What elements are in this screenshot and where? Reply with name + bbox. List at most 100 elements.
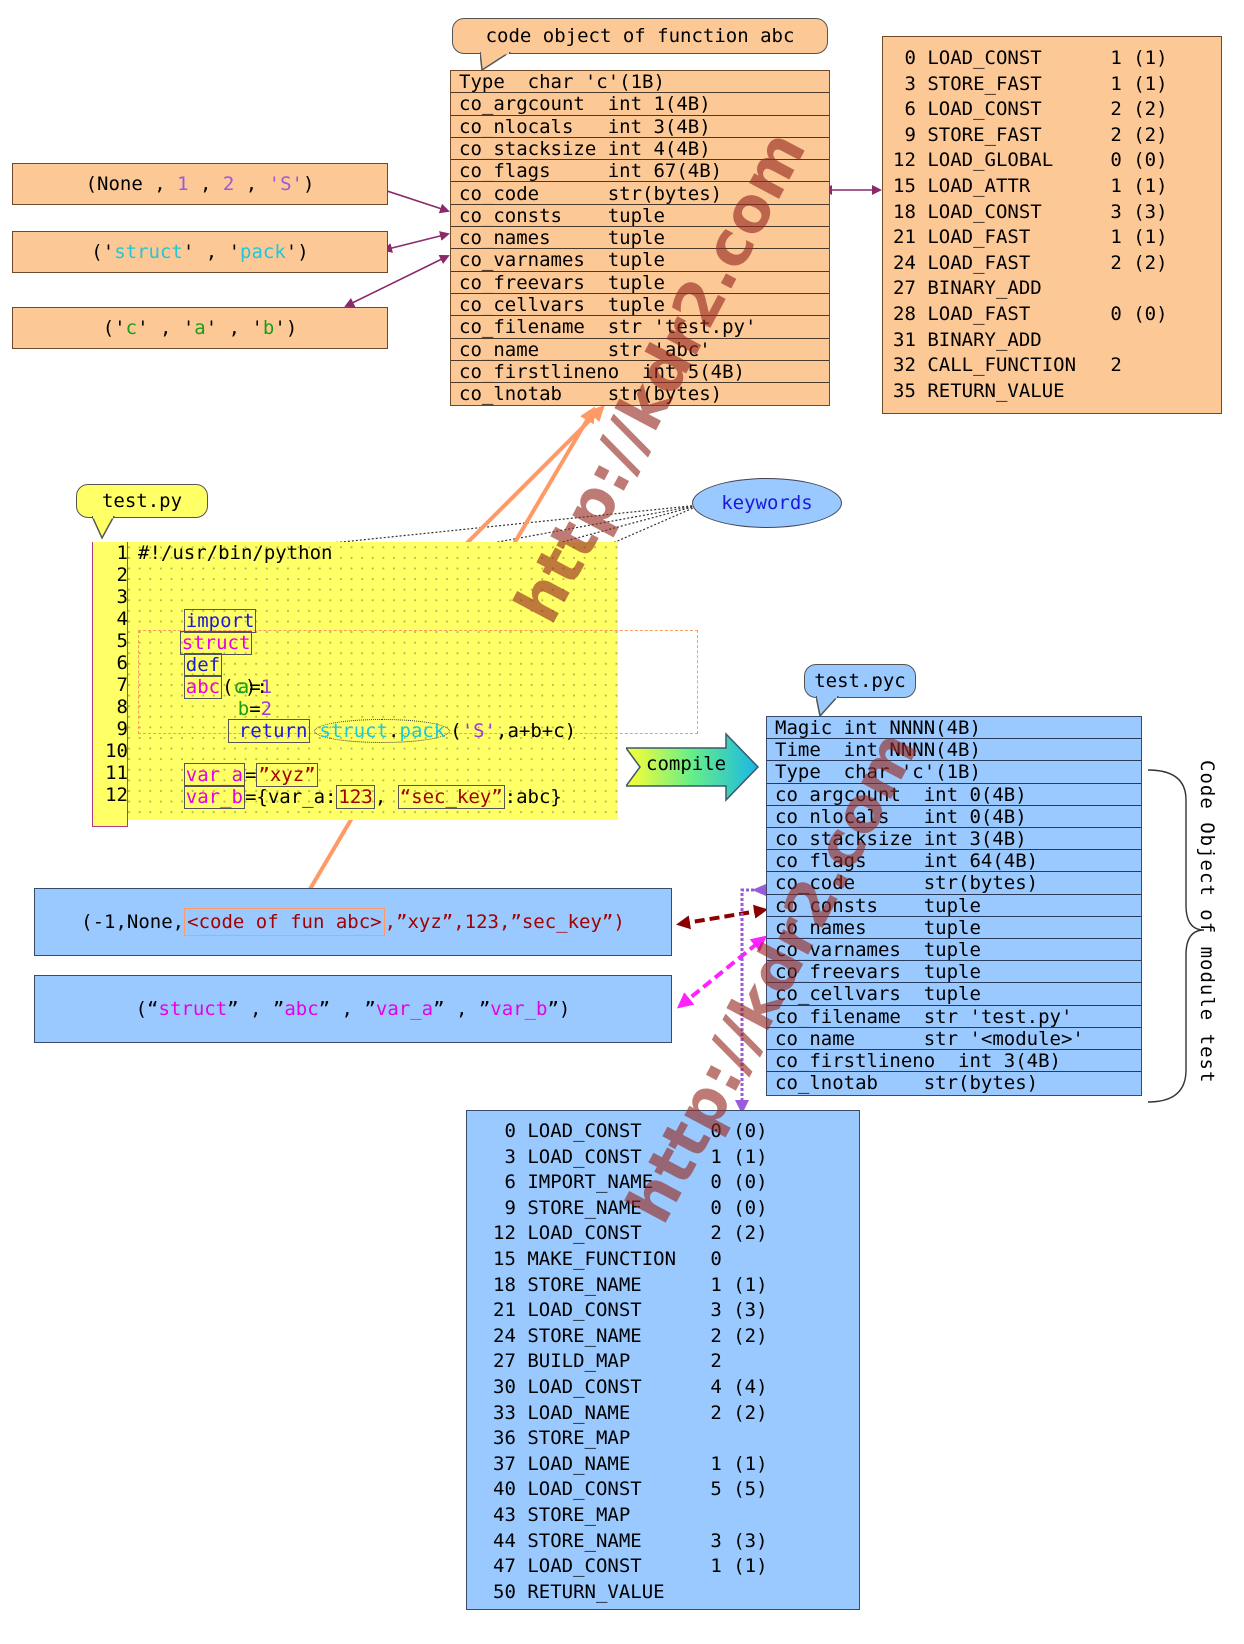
import-keyword: import: [183, 609, 257, 633]
bytecode-line: 6 IMPORT_NAME 0 (0): [493, 1171, 768, 1194]
tuple-part: ' , ': [205, 317, 263, 339]
fun-names-tuple: ('struct' , 'pack'): [12, 231, 388, 273]
bytecode-line: 43 STORE_MAP: [493, 1503, 631, 1526]
tuple-part: (“: [135, 998, 159, 1020]
consts-suffix: ,”xyz”,123,”sec_key”): [384, 911, 625, 933]
param-c: c: [233, 676, 245, 698]
field-row: co_lnotab str(bytes): [775, 1072, 1039, 1095]
field-row: co_freevars tuple: [767, 961, 1141, 984]
bytecode-line: 18 STORE_NAME 1 (1): [493, 1273, 768, 1296]
fun-code-object-callout-label: code object of function abc: [485, 25, 795, 47]
tuple-part: a: [194, 317, 206, 339]
code-line-1: #!/usr/bin/python: [138, 542, 333, 564]
line-number: 5: [116, 630, 128, 652]
sec-key-const: “sec_key”: [397, 785, 505, 809]
field-row: co_flags int 64(4B): [767, 850, 1141, 873]
function-params-open: (: [222, 676, 234, 698]
field-row: co_name str '<module>': [767, 1028, 1141, 1050]
comma: ,: [374, 786, 398, 808]
field-row: Magic int NNNN(4B): [767, 717, 1141, 740]
tuple-part: 2: [222, 173, 235, 195]
tuple-part: '): [274, 317, 298, 339]
field-row: co_cellvars tuple: [767, 983, 1141, 1006]
testpy-callout-label: test.py: [101, 490, 183, 512]
module-code-object-brace: [1147, 769, 1205, 1103]
tuple-part: ,: [188, 173, 223, 195]
const-123: 123: [336, 785, 375, 809]
tuple-part: ” , ”: [433, 998, 491, 1020]
line-number: 8: [116, 696, 128, 718]
field-row: co_nlocals int 3(4B): [451, 116, 829, 138]
fun-consts-tuple: (None , 1 , 2 , 'S'): [12, 163, 388, 205]
tuple-part: pack: [240, 241, 286, 263]
compile-arrow: [626, 732, 760, 802]
const-1: 1: [260, 676, 273, 698]
tuple-part: (': [102, 317, 126, 339]
field-row: co_argcount int 1(4B): [451, 93, 829, 116]
field-row: co_consts tuple: [451, 205, 829, 228]
line-number: 12: [105, 784, 128, 806]
tuple-part: struct: [158, 998, 228, 1020]
field-row: co_names tuple: [767, 917, 1141, 939]
field-row: co_filename str 'test.py': [451, 316, 829, 339]
field-row: co_firstlineno int 5(4B): [451, 361, 829, 384]
line-number: 2: [116, 564, 128, 586]
code-line-7: b=2: [192, 676, 272, 742]
bytecode-line: 15 MAKE_FUNCTION 0: [493, 1247, 722, 1270]
field-row: co_varnames tuple: [767, 939, 1141, 962]
tuple-part: '): [285, 241, 309, 263]
equals-sign: =: [249, 676, 261, 698]
fun-varnames-tuple: ('c' , 'a' , 'b'): [12, 307, 388, 349]
tuple-part: ' , ': [137, 317, 195, 339]
line-number: 11: [105, 762, 128, 784]
bytecode-line: 9 STORE_NAME 0 (0): [493, 1196, 768, 1219]
field-row: Time int NNNN(4B): [767, 739, 1141, 762]
testpyc-callout: test.pyc: [804, 664, 916, 698]
tuple-part: 'S': [268, 173, 303, 195]
code-line-11: var_b={var_a:123, “sec_key”:abc}: [138, 764, 562, 830]
pyc-names-arrow: [676, 935, 768, 1009]
bytecode-line: 24 LOAD_FAST 2 (2): [893, 251, 1168, 274]
field-row: Type char 'c'(1B): [451, 71, 829, 94]
function-params-close: ):: [245, 676, 268, 698]
equals-sign: =: [244, 764, 257, 786]
tuple-part: var_a: [375, 998, 434, 1020]
return-keyword: return: [227, 719, 311, 743]
bytecode-line: 36 STORE_MAP: [493, 1427, 631, 1450]
bytecode-line: 0 LOAD_CONST 1 (1): [893, 47, 1168, 69]
field-row: co_filename str 'test.py': [767, 1006, 1141, 1028]
bytecode-line: 18 LOAD_CONST 3 (3): [893, 200, 1168, 223]
bytecode-line: 27 BUILD_MAP 2: [493, 1350, 722, 1373]
line-number: 10: [105, 740, 128, 762]
var-a-name: var_a: [183, 763, 245, 787]
call-rest: ,a+b+c): [496, 720, 577, 742]
code-of-fun-abc-ref: <code of fun abc>: [184, 908, 385, 936]
pyc-consts-arrow: [676, 904, 768, 930]
field-row: co_lnotab str(bytes): [459, 383, 723, 406]
field-row: co_consts tuple: [767, 895, 1141, 917]
tuple-part: (': [91, 241, 115, 263]
var-b-name: var_b: [183, 785, 245, 809]
field-row: co_varnames tuple: [451, 249, 829, 272]
bytecode-line: 0 LOAD_CONST 0 (0): [493, 1120, 768, 1142]
bytecode-line: 50 RETURN_VALUE: [493, 1580, 665, 1603]
module-code-object-label: Code Object of module test: [1196, 760, 1218, 1084]
keywords-label: keywords: [721, 492, 813, 514]
pyc-names-tuple: (“struct” , ”abc” , ”var_a” , ”var_b”): [34, 975, 672, 1043]
var-a-local: a: [237, 676, 250, 698]
tuple-part: ,: [234, 173, 269, 195]
struct-module-name: struct: [179, 631, 253, 655]
bytecode-line: 37 LOAD_NAME 1 (1): [493, 1452, 768, 1475]
testpy-callout-tail: [92, 516, 115, 540]
compile-label: compile: [646, 753, 727, 775]
const-2: 2: [260, 698, 273, 720]
tuple-part: (None ,: [85, 173, 178, 195]
varnames-link-arrow: [344, 255, 450, 307]
code-line-10: var_a=”xyz”: [138, 742, 318, 808]
call-open-paren: (: [450, 720, 462, 742]
field-row: Type char 'c'(1B): [767, 761, 1141, 784]
field-row: co_name str 'abc': [451, 339, 829, 361]
field-row: co_stacksize int 4(4B): [451, 138, 829, 161]
def-keyword: def: [183, 653, 223, 677]
